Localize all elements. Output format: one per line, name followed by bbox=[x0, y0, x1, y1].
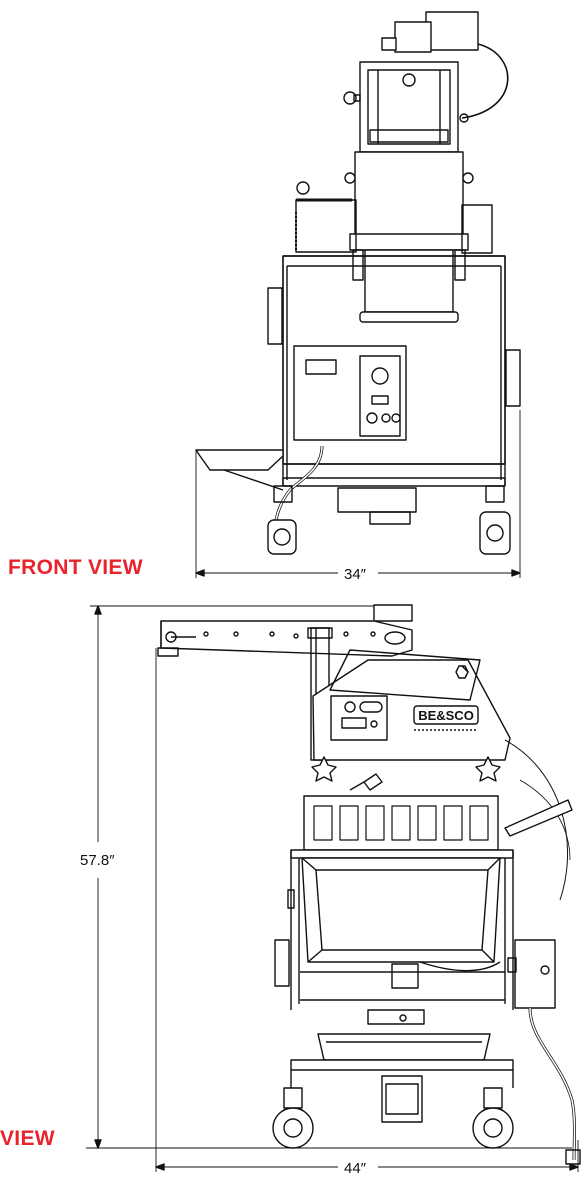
side-height-dimension bbox=[86, 605, 572, 1149]
side-view-machine: BE&SCO bbox=[157, 604, 581, 1165]
front-view-machine bbox=[195, 11, 521, 555]
side-view-label: VIEW bbox=[0, 1127, 55, 1150]
side-width-dimension bbox=[155, 648, 579, 1172]
side-width-label: 44″ bbox=[344, 1160, 367, 1177]
front-width-label: 34″ bbox=[344, 566, 367, 583]
side-height-label: 57.8″ bbox=[80, 852, 115, 869]
front-width-dimension bbox=[195, 410, 521, 578]
front-view-label: FRONT VIEW bbox=[8, 556, 143, 579]
brand-logo: BE&SCO bbox=[418, 708, 474, 723]
